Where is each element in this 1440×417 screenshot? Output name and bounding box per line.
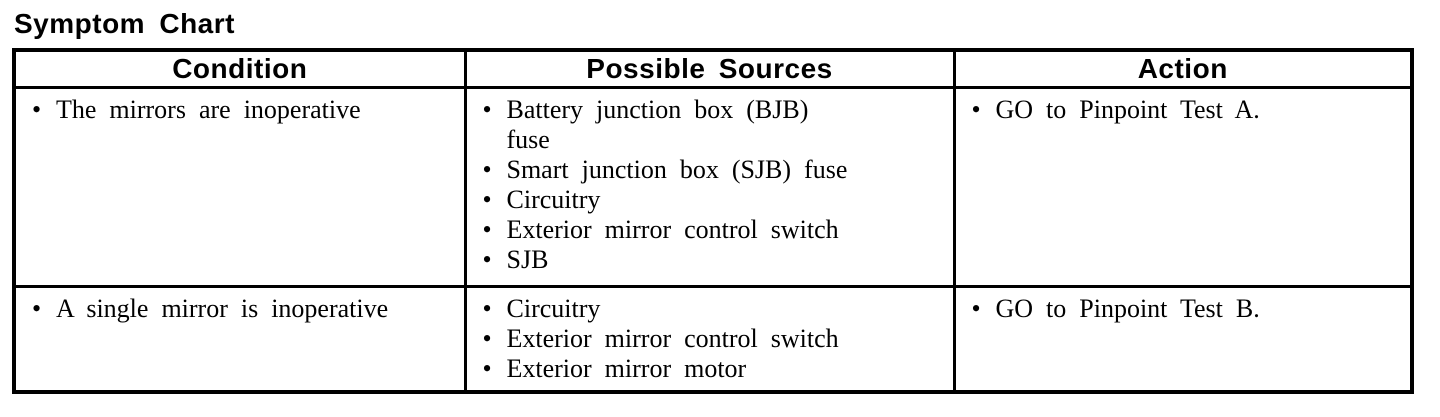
list-item: • GO to Pinpoint Test A.: [956, 95, 1405, 125]
list-item: • Exterior mirror control switch: [467, 215, 947, 245]
bullet-icon: •: [482, 95, 492, 124]
list-item: • Exterior mirror motor: [467, 354, 947, 384]
possible-sources-cell: • Battery junction box (BJB) fuse • Smar…: [463, 86, 956, 288]
bullet-icon: •: [971, 294, 981, 323]
source-text: Exterior mirror motor: [506, 354, 747, 383]
condition-cell: • The mirrors are inoperative: [12, 86, 467, 288]
source-text: Smart junction box (SJB) fuse: [506, 155, 848, 184]
column-header-condition: Condition: [12, 48, 467, 89]
document-page: Symptom Chart Condition Possible Sources…: [0, 9, 1440, 417]
symptom-chart-table: Condition Possible Sources Action • The …: [12, 48, 1414, 394]
bullet-icon: •: [482, 354, 492, 383]
source-text: Exterior mirror control switch: [506, 215, 839, 244]
possible-sources-cell: • Circuitry • Exterior mirror control sw…: [463, 285, 956, 394]
list-item: • Circuitry: [467, 294, 947, 324]
table-header-row: Condition Possible Sources Action: [12, 48, 1414, 89]
bullet-icon: •: [482, 324, 492, 353]
bullet-icon: •: [482, 294, 492, 323]
bullet-icon: •: [482, 185, 492, 214]
page-title: Symptom Chart: [14, 8, 235, 39]
table-row: • A single mirror is inoperative • Circu…: [12, 285, 1414, 394]
column-header-possible-sources: Possible Sources: [463, 48, 956, 89]
list-item: • The mirrors are inoperative: [16, 95, 458, 125]
bullet-icon: •: [32, 294, 42, 323]
action-text: GO to Pinpoint Test B.: [995, 294, 1260, 323]
source-text: SJB: [506, 245, 549, 274]
action-cell: • GO to Pinpoint Test B.: [952, 285, 1414, 394]
action-cell: • GO to Pinpoint Test A.: [952, 86, 1414, 288]
bullet-icon: •: [32, 95, 42, 124]
bullet-icon: •: [482, 245, 492, 274]
source-text: Circuitry: [506, 294, 601, 323]
source-text: Battery junction box (BJB) fuse: [506, 95, 809, 154]
list-item: • Exterior mirror control switch: [467, 324, 947, 354]
table-row: • The mirrors are inoperative • Battery …: [12, 86, 1414, 288]
source-text: Circuitry: [506, 185, 601, 214]
source-text: Exterior mirror control switch: [506, 324, 839, 353]
bullet-icon: •: [482, 215, 492, 244]
bullet-icon: •: [971, 95, 981, 124]
list-item: • GO to Pinpoint Test B.: [956, 294, 1405, 324]
condition-cell: • A single mirror is inoperative: [12, 285, 467, 394]
column-header-action: Action: [952, 48, 1414, 89]
list-item: • SJB: [467, 245, 947, 275]
condition-text: The mirrors are inoperative: [56, 95, 361, 124]
action-text: GO to Pinpoint Test A.: [995, 95, 1260, 124]
list-item: • Circuitry: [467, 185, 947, 215]
condition-text: A single mirror is inoperative: [56, 294, 389, 323]
list-item: • Smart junction box (SJB) fuse: [467, 155, 947, 185]
bullet-icon: •: [482, 155, 492, 184]
list-item: • A single mirror is inoperative: [16, 294, 458, 324]
list-item: • Battery junction box (BJB) fuse: [467, 95, 947, 155]
